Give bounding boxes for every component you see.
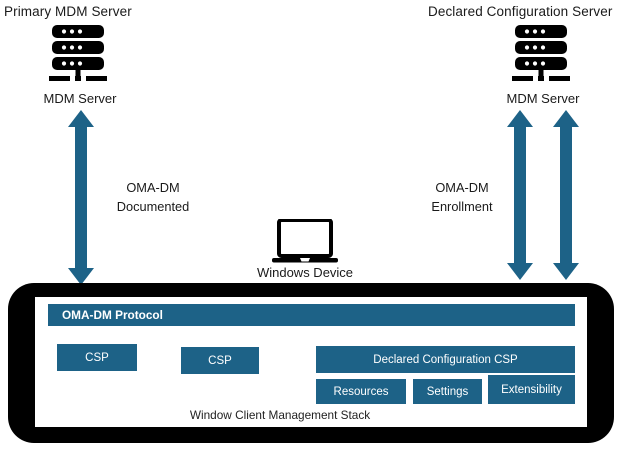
declared-configuration-csp-resources-box[interactable]: Resources: [316, 379, 406, 404]
oma-dm-documented-label-line2: Documented: [116, 198, 190, 214]
primary-mdm-server-caption: MDM Server: [43, 91, 117, 106]
declared-configuration-server-title: Declared Configuration Server: [428, 4, 613, 19]
csp-box-1[interactable]: CSP: [57, 344, 137, 371]
oma-dm-documented-arrow: [68, 110, 94, 285]
declared-configuration-csp-extensibility-box[interactable]: Extensibility: [488, 375, 575, 404]
oma-dm-enrollment-arrow-left: [507, 110, 533, 280]
declared-configuration-csp-box[interactable]: Declared Configuration CSP: [316, 346, 575, 373]
oma-dm-protocol-bar[interactable]: OMA-DM Protocol: [48, 304, 575, 326]
oma-dm-enrollment-label: OMA-DM Enrollment: [412, 179, 512, 216]
oma-dm-enrollment-arrow-right: [553, 110, 579, 280]
csp-box-2[interactable]: CSP: [181, 347, 259, 374]
oma-dm-enrollment-label-line1: OMA-DM: [435, 180, 489, 195]
oma-dm-enrollment-label-line2: Enrollment: [431, 198, 493, 214]
stack-inner-panel: OMA-DM Protocol CSP CSP Declared Configu…: [35, 297, 587, 427]
server-rack-icon: [507, 24, 579, 91]
server-rack-icon: [44, 24, 116, 91]
declared-configuration-csp-settings-box[interactable]: Settings: [413, 379, 482, 404]
laptop-icon: [272, 218, 338, 270]
windows-client-management-stack: OMA-DM Protocol CSP CSP Declared Configu…: [8, 283, 614, 443]
primary-mdm-server-title: Primary MDM Server: [4, 4, 132, 19]
stack-caption: Window Client Management Stack: [189, 408, 371, 422]
windows-device-caption: Windows Device: [256, 265, 354, 280]
oma-dm-documented-label-line1: OMA-DM: [126, 180, 180, 195]
oma-dm-documented-label: OMA-DM Documented: [98, 179, 208, 216]
declared-configuration-server-caption: MDM Server: [506, 91, 580, 106]
